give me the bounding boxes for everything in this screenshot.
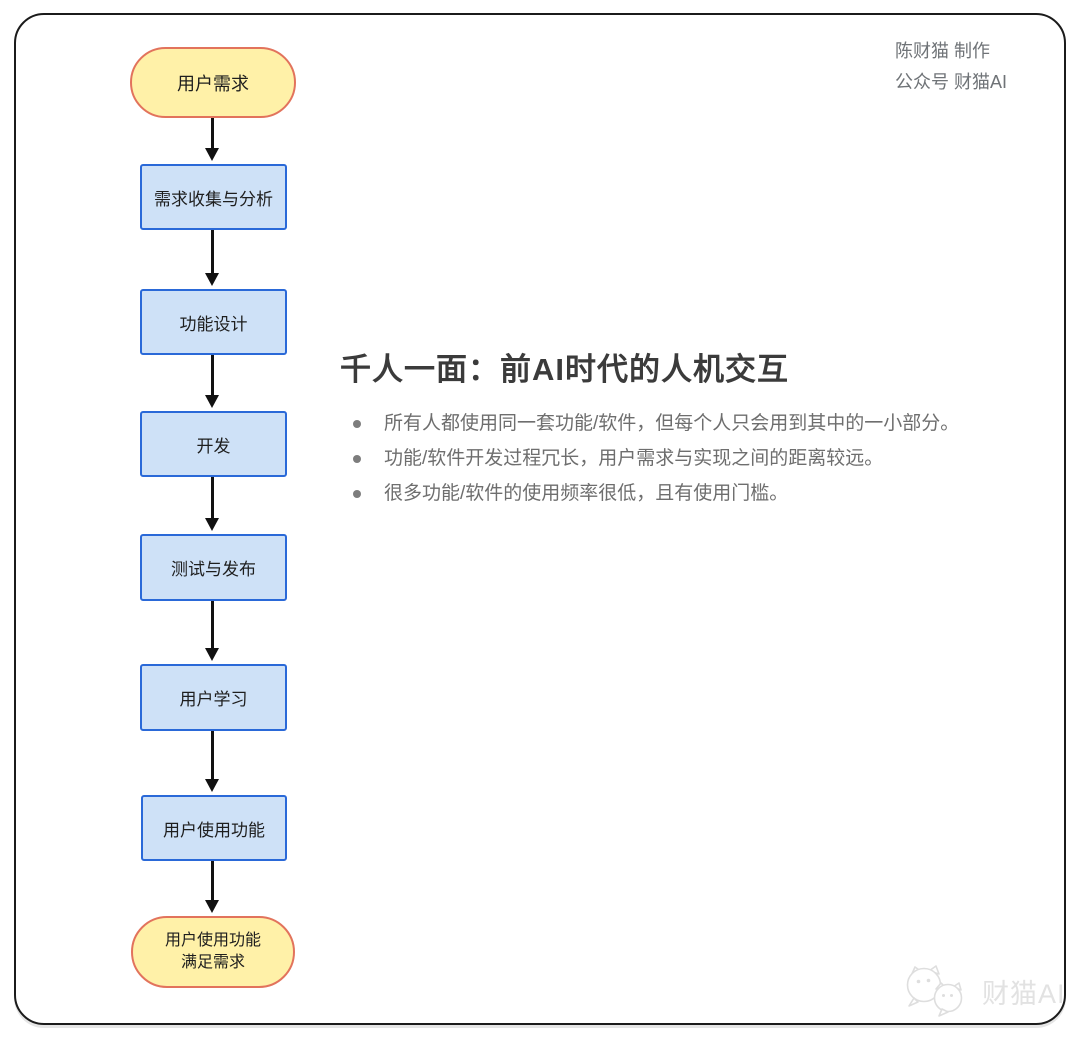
flow-node-test-release: 测试与发布: [140, 534, 287, 601]
bullet-list: 所有人都使用同一套功能/软件，但每个人只会用到其中的一小部分。 功能/软件开发过…: [347, 406, 959, 511]
flow-node-design: 功能设计: [140, 289, 287, 355]
watermark-label: 财猫AI: [982, 978, 1066, 1009]
cat-chat-logo-icon: [906, 965, 963, 1017]
watermark: 财猫AI: [898, 964, 1066, 1018]
flow-node-end: 用户使用功能 满足需求: [131, 916, 295, 988]
flow-arrow-1: [205, 118, 219, 161]
section-title: 千人一面：前AI时代的人机交互: [340, 352, 789, 387]
flow-arrow-3: [205, 355, 219, 408]
credits: 陈财猫 制作 公众号 财猫AI: [895, 36, 1007, 98]
page-border: [14, 13, 1066, 1025]
flow-node-end-line1: 用户使用功能: [164, 932, 261, 949]
flow-arrow-7: [205, 861, 219, 913]
bullet-item: 很多功能/软件的使用频率很低，且有使用门槛。: [347, 476, 959, 511]
flow-arrow-5: [205, 601, 219, 661]
credit-author: 陈财猫 制作: [895, 41, 991, 61]
flow-arrow-4: [205, 477, 219, 531]
flow-arrow-6: [205, 731, 219, 792]
bullet-item: 功能/软件开发过程冗长，用户需求与实现之间的距离较远。: [347, 441, 959, 476]
flow-node-start: 用户需求: [130, 47, 296, 118]
flow-node-develop: 开发: [140, 411, 287, 477]
flow-node-user-use: 用户使用功能: [141, 795, 287, 861]
flow-node-user-learning: 用户学习: [140, 664, 287, 731]
flow-node-requirements: 需求收集与分析: [140, 164, 287, 230]
flow-node-end-line2: 满足需求: [180, 954, 245, 971]
bullet-item: 所有人都使用同一套功能/软件，但每个人只会用到其中的一小部分。: [347, 406, 959, 441]
credit-channel: 公众号 财猫AI: [895, 72, 1008, 92]
flow-arrow-2: [205, 230, 219, 286]
